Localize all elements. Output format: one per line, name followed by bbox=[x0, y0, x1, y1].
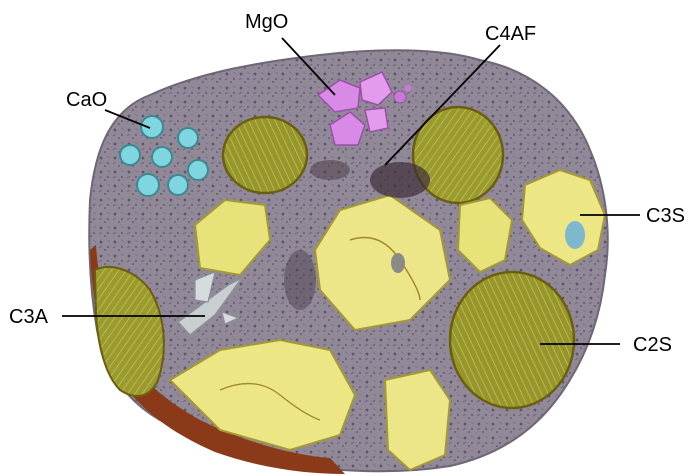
free-lime-grain bbox=[188, 160, 208, 180]
free-lime-grain bbox=[168, 175, 188, 195]
alite-crystal bbox=[385, 370, 450, 470]
free-lime-grain bbox=[141, 116, 163, 138]
ferrite-phase bbox=[284, 250, 316, 310]
ferrite-phase bbox=[310, 160, 350, 180]
label-cao: CaO bbox=[66, 89, 107, 111]
free-lime-grain bbox=[137, 174, 159, 196]
belite-crystal bbox=[223, 117, 307, 193]
free-lime-grain bbox=[152, 147, 172, 167]
label-c4af: C4AF bbox=[485, 23, 536, 45]
label-c3a: C3A bbox=[9, 306, 49, 328]
label-c2s: C2S bbox=[633, 334, 672, 356]
label-mgo: MgO bbox=[245, 11, 288, 33]
free-lime-grain bbox=[120, 145, 140, 165]
label-c3s: C3S bbox=[646, 205, 685, 227]
free-lime-grain bbox=[178, 128, 198, 148]
belite-crystal bbox=[450, 272, 574, 408]
ferrite-phase bbox=[370, 162, 430, 198]
periclase-crystal bbox=[365, 108, 388, 132]
